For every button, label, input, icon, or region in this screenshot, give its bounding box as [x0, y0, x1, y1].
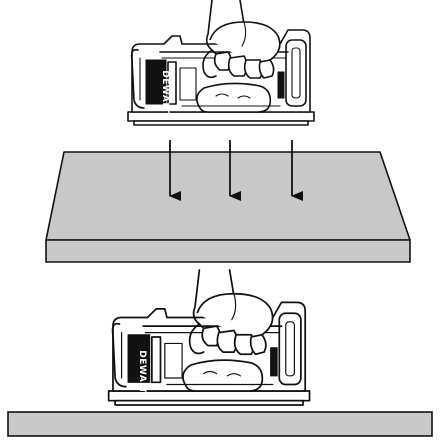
step-1-sander [127, 0, 315, 126]
workpiece-board-side [7, 411, 433, 437]
brand-label-top: DEWALT [160, 70, 170, 114]
brand-label-bottom: DEWALT [137, 350, 147, 394]
downward-arrows [169, 140, 303, 201]
workpiece-board-perspective [45, 151, 411, 263]
